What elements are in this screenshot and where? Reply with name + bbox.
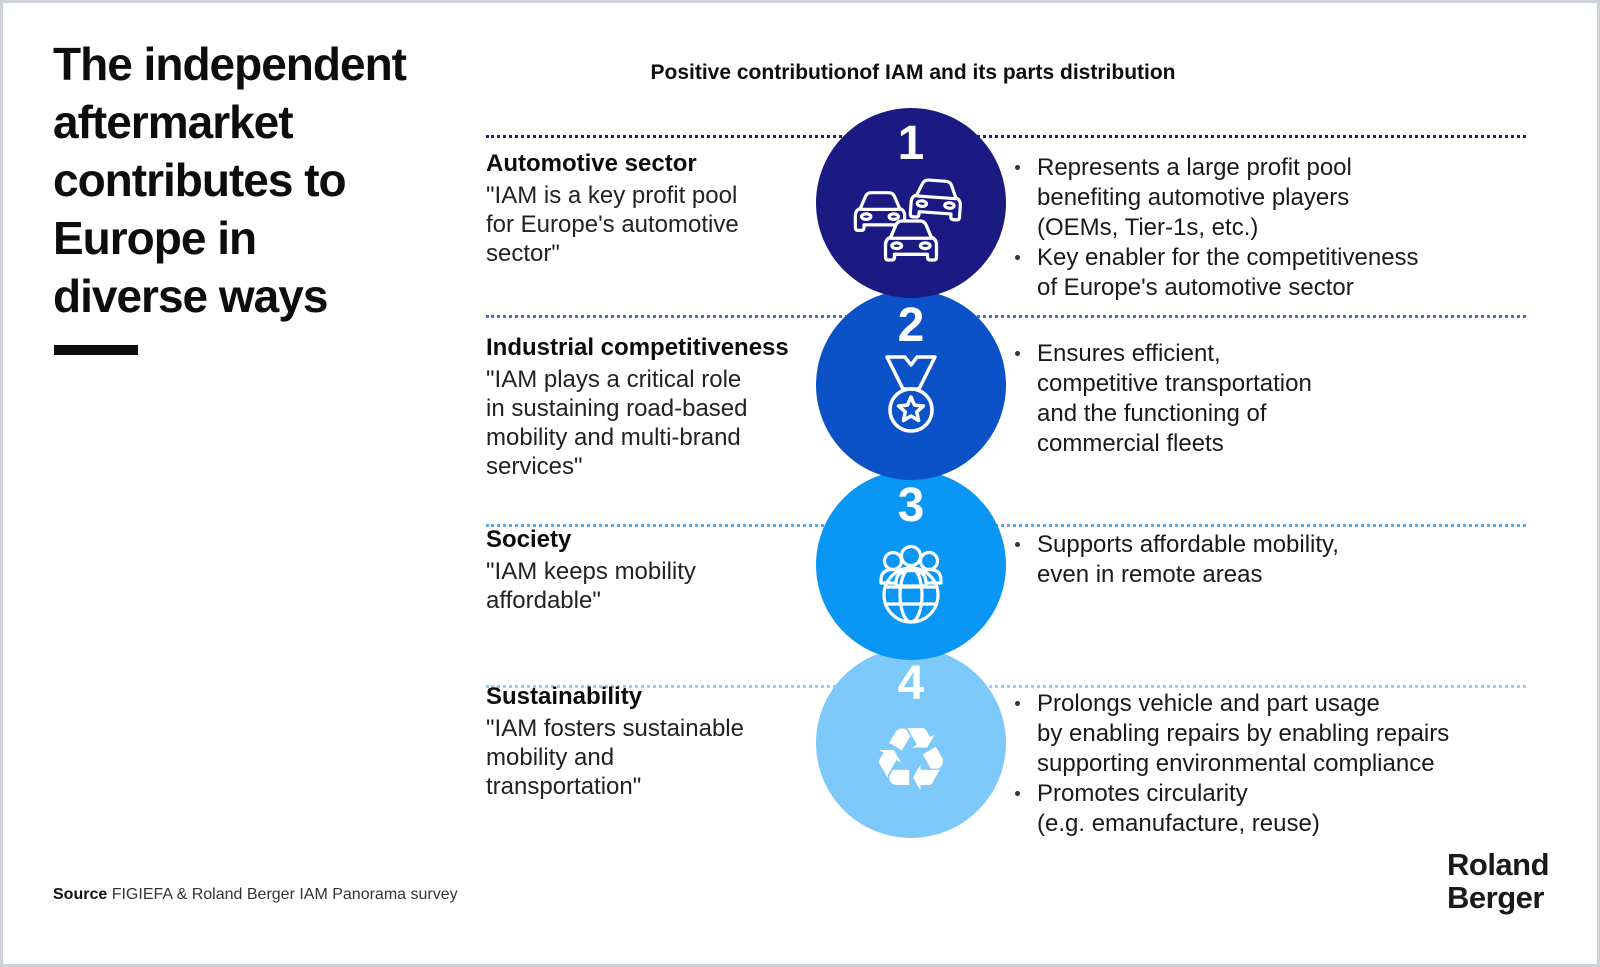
row-heading: Automotive sector [486, 150, 697, 177]
row-quote: "IAM plays a critical role in sustaining… [486, 366, 748, 480]
bullet-item: Supports affordable mobility, even in re… [1015, 530, 1543, 590]
row-separator-2 [486, 315, 1526, 318]
bullet-text: Supports affordable mobility, even in re… [1037, 531, 1339, 588]
step-number-1: 1 [897, 117, 925, 170]
step-number-3: 3 [897, 479, 925, 532]
bullet-dot-icon [1015, 689, 1037, 706]
row-quote: "IAM fosters sustainable mobility and tr… [486, 715, 744, 800]
title-underline-bar [54, 345, 138, 355]
row-label-automotive-sector: Automotive sector "IAM is a key profit p… [486, 150, 821, 268]
step-number-2: 2 [897, 299, 925, 352]
row-heading: Society [486, 526, 572, 553]
bullet-dot-icon [1015, 153, 1037, 170]
page-title: The independent aftermarket contributes … [53, 38, 407, 322]
row-label-sustainability: Sustainability "IAM fosters sustainable … [486, 683, 821, 801]
bullet-dot-icon [1015, 779, 1037, 796]
row-separator-4 [486, 685, 1526, 688]
row-separator-3 [486, 524, 1526, 527]
step-circle-4: 4 ♻ [816, 648, 1006, 838]
row-label-society: Society "IAM keeps mobility affordable" [486, 526, 821, 615]
bullet-dot-icon [1015, 339, 1037, 356]
bullet-item: Ensures efficient, competitive transport… [1015, 339, 1543, 459]
roland-berger-logo: Roland Berger [1447, 847, 1550, 915]
row-bullets-society: Supports affordable mobility, even in re… [1015, 530, 1543, 590]
bullet-dot-icon [1015, 530, 1037, 547]
source-note: Source FIGIEFA & Roland Berger IAM Panor… [53, 886, 458, 904]
bullet-item: Key enabler for the competitiveness of E… [1015, 243, 1543, 303]
bullet-item: Prolongs vehicle and part usage by enabl… [1015, 689, 1543, 779]
step-circle-2: 2 [816, 290, 1006, 480]
row-bullets-sustainability: Prolongs vehicle and part usage by enabl… [1015, 689, 1543, 839]
people-globe-icon [859, 532, 963, 635]
medal-icon [861, 352, 961, 449]
recycle-icon: ♻ [871, 708, 951, 811]
row-separator-1 [486, 135, 1526, 138]
diagram-header: Positive contributionof IAM and its part… [650, 61, 1176, 84]
row-bullets-automotive-sector: Represents a large profit pool benefitin… [1015, 153, 1543, 303]
bullet-text: Ensures efficient, competitive transport… [1037, 340, 1312, 457]
row-bullets-industrial-competitiveness: Ensures efficient, competitive transport… [1015, 339, 1543, 459]
bullet-text: Represents a large profit pool benefitin… [1037, 154, 1352, 241]
logo-line-1: Roland [1447, 847, 1550, 882]
row-heading: Industrial competitiveness [486, 334, 789, 361]
step-circle-1: 1 [816, 108, 1006, 298]
traffic-cars-icon [847, 170, 975, 277]
row-label-industrial-competitiveness: Industrial competitiveness "IAM plays a … [486, 334, 821, 481]
source-text: FIGIEFA & Roland Berger IAM Panorama sur… [111, 886, 458, 903]
row-heading: Sustainability [486, 683, 643, 710]
bullet-item: Represents a large profit pool benefitin… [1015, 153, 1543, 243]
row-quote: "IAM is a key profit pool for Europe's a… [486, 182, 739, 267]
logo-line-2: Berger [1447, 880, 1544, 915]
row-quote: "IAM keeps mobility affordable" [486, 558, 696, 614]
bullet-text: Promotes circularity (e.g. emanufacture,… [1037, 780, 1320, 837]
bullet-item: Promotes circularity (e.g. emanufacture,… [1015, 779, 1543, 839]
bullet-text: Prolongs vehicle and part usage by enabl… [1037, 690, 1450, 777]
step-circle-3: 3 [816, 470, 1006, 660]
bullet-dot-icon [1015, 243, 1037, 260]
bullet-text: Key enabler for the competitiveness of E… [1037, 244, 1419, 301]
source-label: Source [53, 886, 108, 903]
step-number-4: 4 [897, 657, 925, 710]
